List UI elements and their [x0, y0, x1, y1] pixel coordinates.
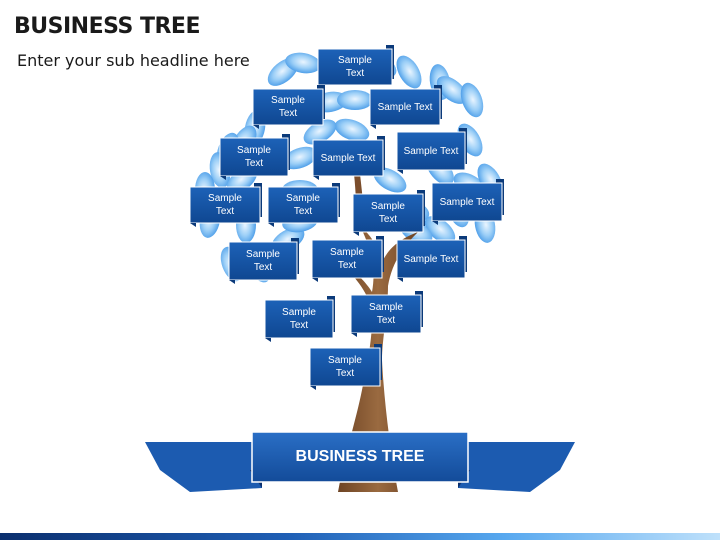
- leaf-shape: [436, 76, 468, 104]
- leaf-shape: [337, 90, 373, 110]
- label-tag-shape: [228, 238, 299, 284]
- label-tag-shape: [369, 85, 442, 129]
- label-tag-shape: [317, 45, 394, 89]
- label-tag-shape: [312, 136, 385, 180]
- label-tag-shape: [396, 236, 467, 282]
- leaf-shape: [303, 119, 337, 145]
- slide-title: BUSINESS TREE: [14, 14, 200, 39]
- label-tag-shape: [189, 183, 262, 227]
- label-tag-shape: [309, 344, 382, 390]
- label-tag-shape: [396, 128, 467, 174]
- bottom-accent-bar: [0, 533, 720, 540]
- label-tag-shape: [311, 236, 384, 282]
- leaf-shape: [285, 52, 321, 74]
- label-tag-shape: [350, 291, 423, 337]
- label-tag-shape: [252, 85, 325, 129]
- leaf-shape: [282, 146, 318, 170]
- label-tag-shape: [352, 190, 425, 236]
- label-tag-shape: [431, 179, 504, 225]
- label-tag-shape: [267, 183, 340, 227]
- leaf-shape: [460, 82, 484, 118]
- label-tags: [189, 45, 504, 390]
- title-ribbon: [145, 431, 575, 492]
- slide-subtitle: Enter your sub headline here: [17, 51, 250, 70]
- leaf-shape: [424, 216, 456, 244]
- ribbon-text: BUSINESS TREE: [295, 448, 425, 465]
- label-tag-shape: [219, 134, 290, 180]
- leaf-shape: [334, 118, 370, 142]
- leaf-shape: [396, 55, 422, 89]
- label-tag-shape: [264, 296, 335, 342]
